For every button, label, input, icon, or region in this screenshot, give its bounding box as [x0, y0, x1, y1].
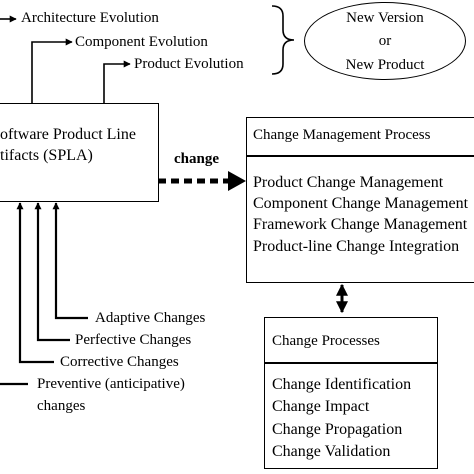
- change-process-item: Change Validation: [272, 443, 391, 460]
- spla-box: [0, 103, 159, 202]
- change-label: change: [174, 151, 219, 167]
- change-management-box: [246, 117, 474, 283]
- change-management-item: Framework Change Management: [253, 216, 468, 233]
- preventive-changes-label-line-1: Preventive (anticipative): [37, 376, 185, 392]
- spla-label-line-1: oftware Product Line: [0, 126, 136, 143]
- component-evolution-arrow: [31, 38, 73, 103]
- change-management-item: Component Change Management: [253, 195, 469, 212]
- corrective-changes-arrow: [16, 202, 54, 364]
- outcome-line-1: New Version: [346, 10, 424, 26]
- adaptive-changes-arrow: [52, 202, 88, 320]
- component-evolution-label: Component Evolution: [75, 34, 208, 50]
- outcome-line-3: New Product: [345, 57, 425, 73]
- change-management-divider: [246, 155, 474, 157]
- change-process-item: Change Propagation: [272, 421, 403, 438]
- perfective-changes-label: Perfective Changes: [75, 332, 192, 348]
- change-processes-title: Change Processes: [272, 333, 380, 349]
- outcome-line-2: or: [378, 33, 392, 49]
- product-evolution-arrow: [103, 60, 131, 103]
- perfective-changes-arrow: [34, 202, 70, 342]
- change-management-item: Product Change Management: [253, 174, 444, 191]
- architecture-evolution-label: Architecture Evolution: [21, 10, 159, 26]
- change-management-title: Change Management Process: [253, 127, 431, 143]
- adaptive-changes-label: Adaptive Changes: [95, 310, 206, 326]
- spla-label-line-2: tifacts (SPLA): [0, 147, 93, 164]
- change-process-item: Change Identification: [272, 376, 412, 393]
- preventive-changes-label-line-2: changes: [37, 398, 86, 414]
- change-processes-box: [264, 317, 438, 469]
- outcome-oval: [304, 2, 466, 80]
- change-arrowhead: [228, 171, 246, 191]
- change-processes-divider: [264, 362, 438, 364]
- product-evolution-label: Product Evolution: [134, 56, 244, 72]
- change-management-item: Product-line Change Integration: [253, 238, 460, 255]
- corrective-changes-label: Corrective Changes: [60, 354, 179, 370]
- evolution-brace: [271, 5, 295, 75]
- change-process-item: Change Impact: [272, 398, 370, 415]
